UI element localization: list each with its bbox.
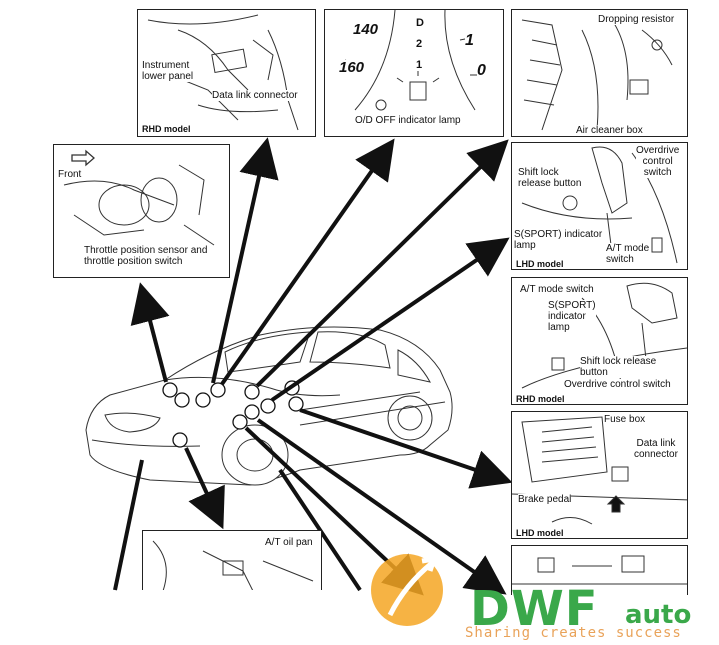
- label-throttle-position-sensor: Throttle position sensor and throttle po…: [84, 245, 208, 267]
- model-tag-rhd: RHD model: [516, 394, 565, 404]
- label-air-cleaner-box: Air cleaner box: [576, 125, 643, 136]
- label-dropping-resistor: Dropping resistor: [598, 14, 675, 25]
- watermark-tagline: Sharing creates success: [465, 625, 682, 641]
- label-fuse-box: Fuse box: [604, 414, 646, 425]
- label-sport-indicator-lamp: S(SPORT) indicator lamp: [548, 300, 596, 333]
- meter-number-140: 140: [353, 21, 379, 38]
- panel-combination-meter: 140 160 1 0 D 2 1 O/D OFF indicator lamp: [324, 9, 504, 137]
- label-overdrive-control-switch: Overdrive control switch: [636, 145, 680, 178]
- panel-bottom-right-partial: [511, 545, 688, 595]
- label-od-off-indicator-lamp: O/D OFF indicator lamp: [355, 115, 461, 126]
- label-at-oil-pan: A/T oil pan: [265, 537, 313, 548]
- model-tag-lhd: LHD model: [516, 528, 564, 538]
- watermark-brand-main: DWF: [470, 581, 599, 637]
- panel-lhd-shift-lever: Shift lock release button Overdrive cont…: [511, 142, 688, 270]
- watermark-brand-suffix: auto: [625, 600, 692, 630]
- engine-room-sketch: [521, 19, 673, 131]
- label-shift-lock-release-button: Shift lock release button: [580, 356, 657, 378]
- model-tag-lhd: LHD model: [516, 259, 564, 269]
- bottom-right-sketch: [512, 555, 687, 585]
- gear-indicator-2: 2: [416, 38, 423, 50]
- oil-pan-sketch: [152, 540, 314, 590]
- panel-rhd-shift-lever: A/T mode switch S(SPORT) indicator lamp …: [511, 277, 688, 405]
- panel-throttle-position-sensor: Front Throttle position sensor and throt…: [53, 144, 230, 278]
- label-instrument-lower-panel: Instrument lower panel: [142, 60, 194, 82]
- panel-fuse-box: Fuse box Data link connector Brake pedal…: [511, 411, 688, 539]
- watermark-emblem: [371, 554, 443, 626]
- label-shift-lock-release-button: Shift lock release button: [518, 167, 582, 189]
- label-brake-pedal: Brake pedal: [518, 494, 572, 505]
- label-sport-indicator-lamp: S(SPORT) indicator lamp: [514, 229, 603, 251]
- label-data-link-connector: Data link connector: [212, 90, 298, 101]
- label-at-mode-switch: A/T mode switch: [520, 284, 594, 295]
- meter-number-160: 160: [339, 59, 365, 76]
- location-markers: [162, 380, 304, 448]
- label-front: Front: [58, 169, 82, 180]
- watermark-logo: DWF auto Sharing creates success: [370, 545, 719, 645]
- meter-number-0: 0: [477, 62, 486, 79]
- panel-engine-room: Dropping resistor Air cleaner box: [511, 9, 688, 137]
- panel-instrument-lower: Instrument lower panel Data link connect…: [137, 9, 316, 137]
- throttle-sketch: [63, 149, 215, 246]
- fuse-box-sketch: [512, 416, 687, 525]
- label-data-link-connector: Data link connector: [634, 438, 678, 460]
- model-tag-rhd: RHD model: [142, 124, 191, 134]
- gear-indicator-d: D: [416, 17, 424, 29]
- meter-number-1: 1: [465, 32, 474, 49]
- label-overdrive-control-switch: Overdrive control switch: [564, 379, 671, 390]
- gear-indicator-1: 1: [416, 59, 423, 71]
- panel-at-oil-pan: A/T oil pan: [142, 530, 322, 590]
- label-at-mode-switch: A/T mode switch: [606, 243, 650, 265]
